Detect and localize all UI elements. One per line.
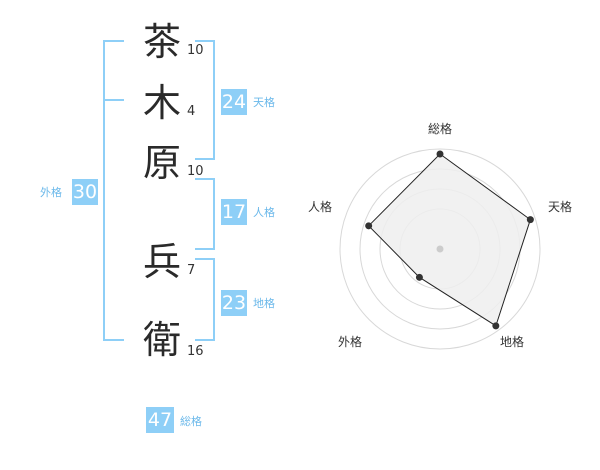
radar-center-dot	[436, 245, 444, 253]
name-char-2: 木	[142, 81, 181, 125]
jinkaku-label: 人格	[253, 206, 275, 219]
name-char-5: 衛	[142, 318, 181, 362]
stroke-count-3: 10	[187, 164, 204, 179]
stroke-count-1: 10	[187, 43, 204, 58]
radar-axis-label: 天格	[548, 199, 572, 214]
name-char-1: 茶	[142, 20, 181, 64]
radar-axis-label: 人格	[308, 199, 332, 214]
name-char-3: 原	[142, 141, 181, 185]
tenkaku-bracket	[195, 40, 215, 160]
radar-point	[492, 322, 500, 330]
stroke-count-2: 4	[187, 104, 196, 119]
chikaku-value: 23	[221, 290, 247, 316]
radar-ring	[339, 148, 541, 350]
stroke-count-5: 16	[187, 344, 204, 359]
radar-point	[526, 216, 534, 224]
gaikaku-bracket	[103, 40, 124, 341]
tenkaku-value: 24	[221, 89, 247, 115]
tenkaku-label: 天格	[253, 96, 275, 109]
gaikaku-bracket-tick	[103, 99, 124, 101]
soukaku-value: 47	[146, 407, 174, 433]
radar-point	[365, 222, 373, 230]
radar-point	[436, 150, 444, 158]
radar-axis-label: 総格	[428, 121, 452, 136]
jinkaku-bracket	[195, 178, 215, 250]
radar-series-area	[367, 153, 531, 327]
soukaku-label: 総格	[180, 415, 202, 428]
name-char-4: 兵	[142, 240, 181, 284]
stroke-count-4: 7	[187, 263, 196, 278]
jinkaku-value: 17	[221, 199, 247, 225]
radar-axis-label: 地格	[500, 334, 524, 349]
gaikaku-value: 30	[72, 179, 98, 205]
gaikaku-label: 外格	[40, 186, 62, 199]
radar-point	[415, 273, 423, 281]
chikaku-label: 地格	[253, 297, 275, 310]
chikaku-bracket	[195, 258, 215, 341]
radar-axis-label: 外格	[338, 334, 362, 349]
